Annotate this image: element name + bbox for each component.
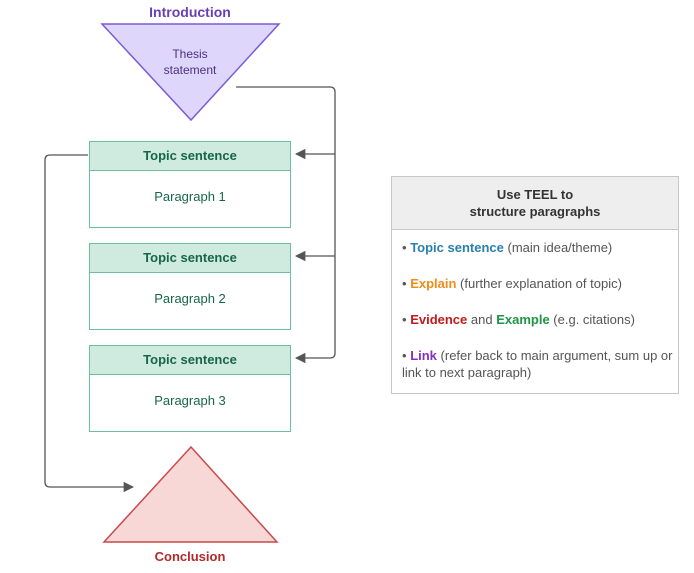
bullet: •: [402, 312, 407, 327]
thesis-connector-line: [236, 86, 336, 364]
thesis-line-1: Thesis: [172, 47, 208, 61]
teel-panel: Use TEEL to structure paragraphs • Topic…: [391, 176, 679, 394]
paragraph-box-1: Topic sentence Paragraph 1: [89, 141, 291, 228]
bullet: •: [402, 276, 407, 291]
paragraph-label-3: Paragraph 3: [154, 393, 226, 408]
teel-mid-and: and: [467, 312, 497, 327]
topic-sentence-3: Topic sentence: [90, 346, 290, 375]
introduction-title: Introduction: [149, 4, 231, 20]
bullet: •: [402, 240, 407, 255]
teel-key-explain: Explain: [410, 276, 457, 291]
teel-desc-topic: (main idea/theme): [503, 240, 613, 255]
thesis-statement: Thesis statement: [140, 46, 240, 78]
teel-heading-line-1: Use TEEL to: [496, 187, 574, 202]
teel-item-topic: • Topic sentence (main idea/theme): [402, 239, 674, 256]
teel-key-link: Link: [410, 348, 437, 363]
paragraph-label-1: Paragraph 1: [154, 189, 226, 204]
teel-desc-explain: (further explanation of topic): [456, 276, 622, 291]
teel-heading: Use TEEL to structure paragraphs: [392, 177, 678, 230]
conclusion-triangle: [102, 445, 279, 543]
introduction-triangle: [100, 23, 281, 122]
teel-item-explain: • Explain (further explanation of topic): [402, 275, 674, 292]
paragraph-box-3: Topic sentence Paragraph 3: [89, 345, 291, 432]
teel-item-link: • Link (refer back to main argument, sum…: [402, 347, 674, 381]
teel-item-evidence: • Evidence and Example (e.g. citations): [402, 311, 674, 328]
teel-key-example: Example: [496, 312, 550, 327]
teel-desc-link: (refer back to main argument, sum up or …: [402, 348, 673, 380]
paragraph-label-2: Paragraph 2: [154, 291, 226, 306]
teel-key-evidence: Evidence: [410, 312, 468, 327]
thesis-line-2: statement: [163, 63, 217, 77]
teel-key-topic: Topic sentence: [410, 240, 504, 255]
bullet: •: [402, 348, 407, 363]
teel-desc-evidence: (e.g. citations): [549, 312, 635, 327]
conclusion-title: Conclusion: [154, 549, 226, 564]
teel-heading-line-2: structure paragraphs: [469, 204, 601, 219]
topic-sentence-2: Topic sentence: [90, 244, 290, 273]
paragraph-box-2: Topic sentence Paragraph 2: [89, 243, 291, 330]
conclusion-connector-line: [44, 154, 135, 493]
topic-sentence-1: Topic sentence: [90, 142, 290, 171]
